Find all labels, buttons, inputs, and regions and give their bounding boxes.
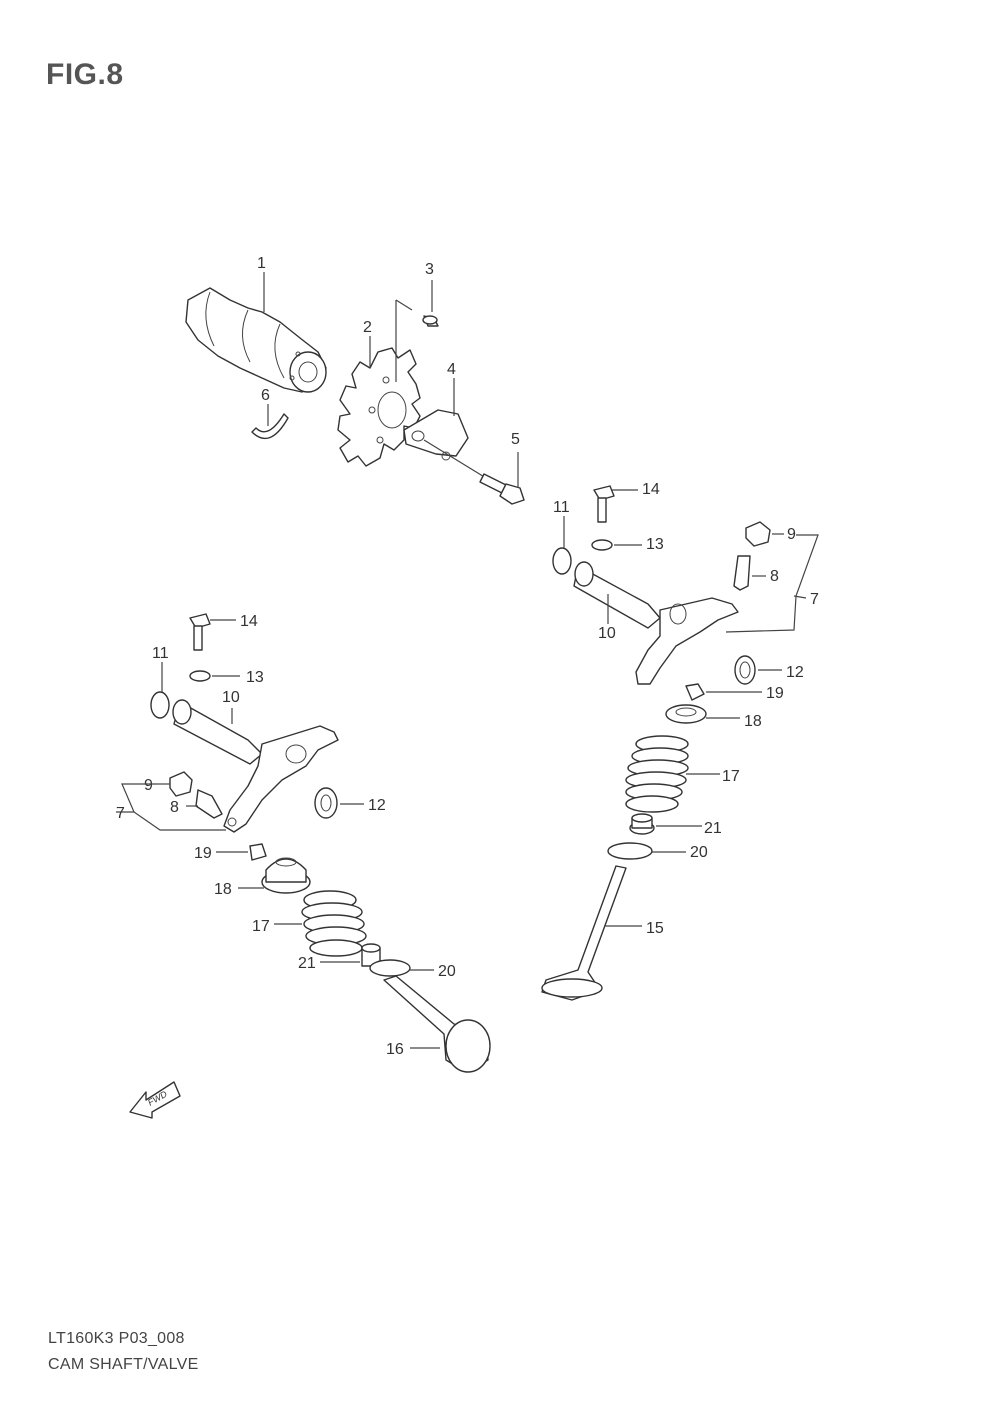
rocker-shaft-part-10-left	[172, 699, 263, 765]
callout-2: 2	[363, 319, 372, 336]
rocker-shaft-bolt-part-14-left	[189, 613, 211, 651]
callout-7-right: 7	[810, 591, 819, 608]
spring-retainer-part-18-right	[665, 704, 707, 724]
callout-13-left: 13	[246, 669, 264, 686]
spring-seat-part-20-left	[369, 959, 411, 977]
bolt-part-5	[479, 473, 525, 505]
spring-retainer-part-18-left	[261, 857, 311, 894]
cam-sprocket-part-2	[337, 347, 421, 467]
callout-21-right: 21	[704, 820, 722, 837]
callout-14-left: 14	[240, 613, 258, 630]
callout-8-left: 8	[170, 799, 179, 816]
callout-14-right: 14	[642, 481, 660, 498]
decompressor-plate-part-4	[403, 409, 469, 461]
callout-4: 4	[447, 361, 456, 378]
callout-12-right: 12	[786, 664, 804, 681]
washer-part-12-left	[314, 787, 338, 819]
retainer-clip-part-6	[251, 413, 289, 440]
callout-19-right: 19	[766, 685, 784, 702]
o-ring-part-11-right	[552, 547, 572, 575]
rocker-arm-part-7-left	[223, 725, 339, 833]
valve-spring-part-17-right	[625, 735, 689, 813]
spring-seat-part-20-right	[607, 842, 653, 860]
adjusting-screw-part-8-right	[733, 555, 751, 591]
callout-11-left: 11	[152, 645, 169, 662]
adjusting-screw-part-8-left	[195, 789, 223, 819]
diagram-caption: CAM SHAFT/VALVE	[48, 1356, 199, 1373]
valve-part-16	[383, 975, 491, 1073]
callout-1: 1	[257, 255, 266, 272]
lock-nut-part-9-right	[745, 521, 771, 547]
callout-20-left: 20	[438, 963, 456, 980]
rocker-shaft-part-10-right	[573, 561, 661, 629]
callout-18-left: 18	[214, 881, 232, 898]
callout-16: 16	[386, 1041, 404, 1058]
callout-9-left: 9	[144, 777, 153, 794]
callout-20-right: 20	[690, 844, 708, 861]
valve-spring-part-17-left	[301, 890, 367, 957]
valve-cotter-part-19-left	[249, 843, 267, 861]
rocker-arm-part-7-right	[635, 597, 739, 685]
washer-part-13-left	[189, 670, 211, 682]
washer-part-12-right	[734, 655, 756, 685]
model-code: LT160K3 P03_008	[48, 1330, 185, 1347]
callout-13-right: 13	[646, 536, 664, 553]
oil-seal-part-21-left	[361, 943, 381, 967]
callout-18-right: 18	[744, 713, 762, 730]
rocker-shaft-bolt-part-14-right	[593, 485, 615, 523]
valve-part-15	[541, 865, 627, 1001]
valve-cotter-part-19-right	[685, 683, 705, 701]
callout-10-left: 10	[222, 689, 240, 706]
callout-11-right: 11	[553, 499, 570, 516]
dowel-pin-part-3	[422, 315, 439, 327]
callout-3: 3	[425, 261, 434, 278]
callout-17-right: 17	[722, 768, 740, 785]
washer-part-13-right	[591, 539, 613, 551]
callout-8-right: 8	[770, 568, 779, 585]
callout-15: 15	[646, 920, 664, 937]
callout-21-left: 21	[298, 955, 316, 972]
figure-title: FIG.8	[46, 58, 124, 91]
callout-10-right: 10	[598, 625, 616, 642]
callout-19-left: 19	[194, 845, 212, 862]
o-ring-part-11-left	[150, 691, 170, 719]
forward-direction-arrow: FWD	[129, 1081, 181, 1119]
oil-seal-part-21-right	[629, 813, 655, 835]
callout-17-left: 17	[252, 918, 270, 935]
callout-6: 6	[261, 387, 270, 404]
camshaft-part-1	[185, 287, 327, 393]
lock-nut-part-9-left	[169, 771, 193, 797]
callout-7-left: 7	[116, 805, 125, 822]
callout-5: 5	[511, 431, 520, 448]
callout-12-left: 12	[368, 797, 386, 814]
callout-9-right: 9	[787, 526, 796, 543]
